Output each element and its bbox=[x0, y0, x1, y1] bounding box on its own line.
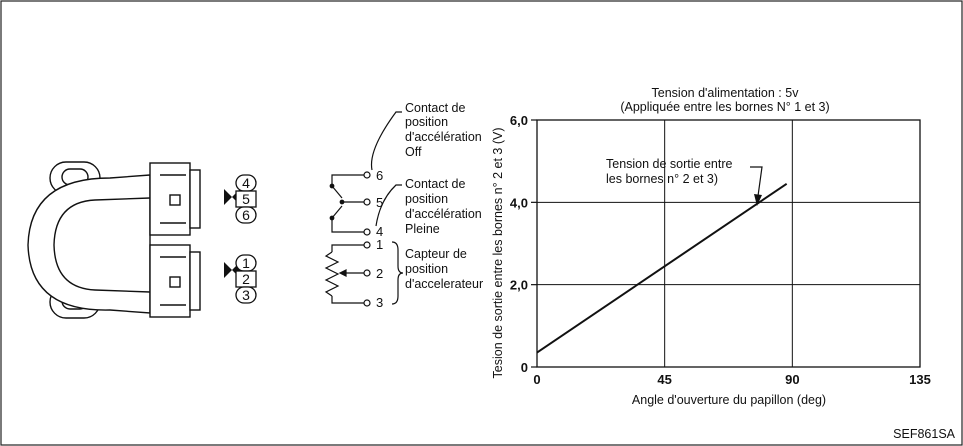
chart-title-line2: (Appliquée entre les bornes N° 1 et 3) bbox=[620, 100, 829, 114]
annotation-leader bbox=[750, 166, 763, 197]
terminal-number: 2 bbox=[376, 266, 383, 281]
annotation-line2: les bornes n° 2 et 3) bbox=[606, 172, 718, 186]
upper-pin-label: 6 bbox=[242, 207, 250, 223]
x-tick-label: 45 bbox=[657, 372, 671, 387]
upper-connector-lip bbox=[189, 169, 201, 229]
svg-text:Off: Off bbox=[405, 145, 422, 159]
svg-text:Contact de: Contact de bbox=[405, 101, 466, 115]
annotation-arrow-icon bbox=[754, 194, 762, 206]
upper-pin-label: 4 bbox=[242, 175, 250, 191]
y-tick-label: 4,0 bbox=[510, 195, 528, 210]
sensor-inner-outline bbox=[53, 197, 151, 293]
circuit-schematic bbox=[324, 111, 404, 307]
svg-text:Capteur de: Capteur de bbox=[405, 247, 467, 261]
lower-pin-stack: 1 2 3 bbox=[224, 254, 257, 304]
svg-text:d'accelerateur: d'accelerateur bbox=[405, 277, 483, 291]
upper-pin-label: 5 bbox=[242, 191, 250, 207]
lower-pin-label: 3 bbox=[242, 287, 250, 303]
lower-connector-lip bbox=[189, 251, 201, 311]
x-tick-labels: 0 45 90 135 bbox=[533, 372, 930, 387]
figure-code: SEF861SA bbox=[893, 427, 956, 441]
x-axis-label: Angle d'ouverture du papillon (deg) bbox=[632, 393, 826, 407]
lower-pin-label: 2 bbox=[242, 271, 250, 287]
svg-text:d'accélération: d'accélération bbox=[405, 130, 482, 144]
sensor-label: Capteur de position d'accelerateur bbox=[405, 247, 483, 291]
upper-pin-stack: 4 5 6 bbox=[224, 174, 257, 224]
y-tick-label: 6,0 bbox=[510, 113, 528, 128]
lower-connector-latch bbox=[169, 276, 181, 288]
throttle-sensor-drawing bbox=[27, 161, 201, 319]
svg-text:Pleine: Pleine bbox=[405, 222, 440, 236]
chart-series bbox=[536, 182, 788, 354]
output-voltage-line bbox=[536, 182, 788, 354]
terminal-number: 5 bbox=[376, 195, 383, 210]
x-tick-label: 90 bbox=[785, 372, 799, 387]
svg-text:position: position bbox=[405, 115, 448, 129]
plot-frame bbox=[536, 119, 921, 368]
lower-pin-label: 1 bbox=[242, 255, 250, 271]
x-tick-label: 0 bbox=[533, 372, 540, 387]
svg-text:Contact de: Contact de bbox=[405, 177, 466, 191]
y-tick-labels: 0 2,0 4,0 6,0 bbox=[510, 113, 528, 375]
x-tick-label: 135 bbox=[909, 372, 931, 387]
y-axis-label: Tesion de sortie entre les bornes n° 2 e… bbox=[491, 128, 505, 379]
svg-text:position: position bbox=[405, 262, 448, 276]
y-tick-label: 0 bbox=[521, 360, 528, 375]
terminal-number: 4 bbox=[376, 224, 383, 239]
y-tick-label: 2,0 bbox=[510, 278, 528, 293]
terminal-number: 1 bbox=[376, 237, 383, 252]
full-switch-label: Contact de position d'accélération Plein… bbox=[405, 177, 482, 236]
terminal-number: 6 bbox=[376, 168, 383, 183]
chart-grid bbox=[531, 119, 920, 368]
svg-text:d'accélération: d'accélération bbox=[405, 207, 482, 221]
terminal-number: 3 bbox=[376, 295, 383, 310]
sensor-body bbox=[27, 174, 151, 314]
idle-switch-label: Contact de position d'accélération Off bbox=[405, 101, 482, 159]
annotation-line1: Tension de sortie entre bbox=[606, 157, 733, 171]
svg-text:position: position bbox=[405, 192, 448, 206]
voltage-chart: Tension d'alimentation : 5v (Appliquée e… bbox=[491, 86, 931, 407]
upper-connector-latch bbox=[169, 194, 181, 206]
chart-title-line1: Tension d'alimentation : 5v bbox=[652, 86, 800, 100]
